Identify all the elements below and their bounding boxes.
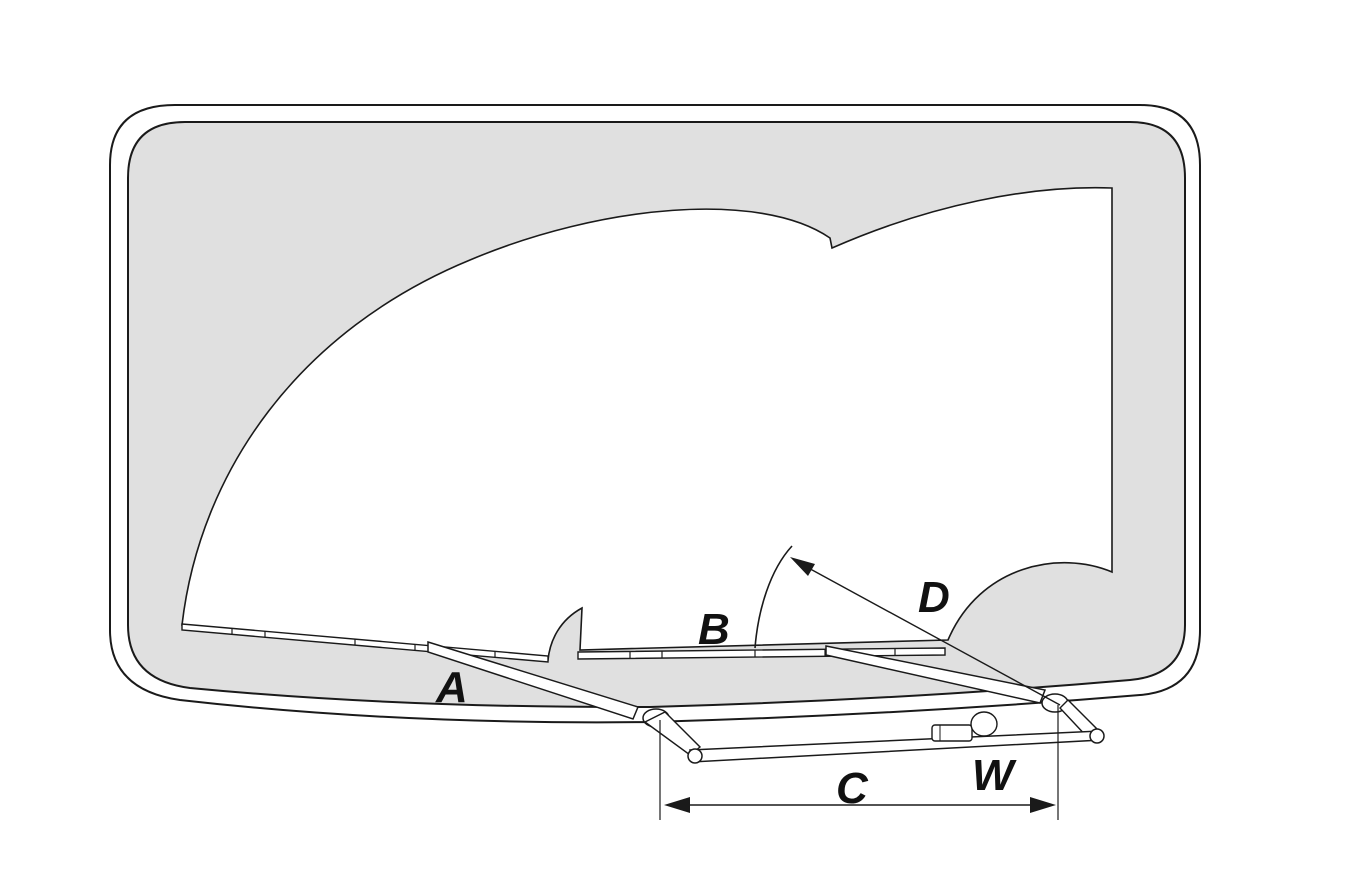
wiper-motor bbox=[931, 711, 998, 742]
left-pivot bbox=[642, 708, 702, 756]
arm-length-arrowhead bbox=[790, 557, 815, 576]
label-d: D bbox=[918, 573, 950, 622]
arm-length-line bbox=[802, 564, 1061, 706]
label-c: C bbox=[836, 764, 869, 813]
linkage-rod bbox=[689, 730, 1102, 763]
wiped-area bbox=[181, 186, 1113, 661]
right-wiper-arm bbox=[825, 645, 1047, 704]
left-wiper-arm bbox=[427, 640, 640, 720]
label-a: A bbox=[435, 663, 468, 712]
linkage-left-joint bbox=[687, 748, 703, 764]
label-w: W bbox=[972, 751, 1017, 800]
linkage-right-joint bbox=[1089, 728, 1105, 744]
pivot-distance-arrow-left bbox=[664, 797, 690, 813]
pivot-distance-arrow-right bbox=[1030, 797, 1056, 813]
wipe-angle-arc bbox=[754, 545, 793, 649]
label-b: B bbox=[698, 605, 730, 654]
